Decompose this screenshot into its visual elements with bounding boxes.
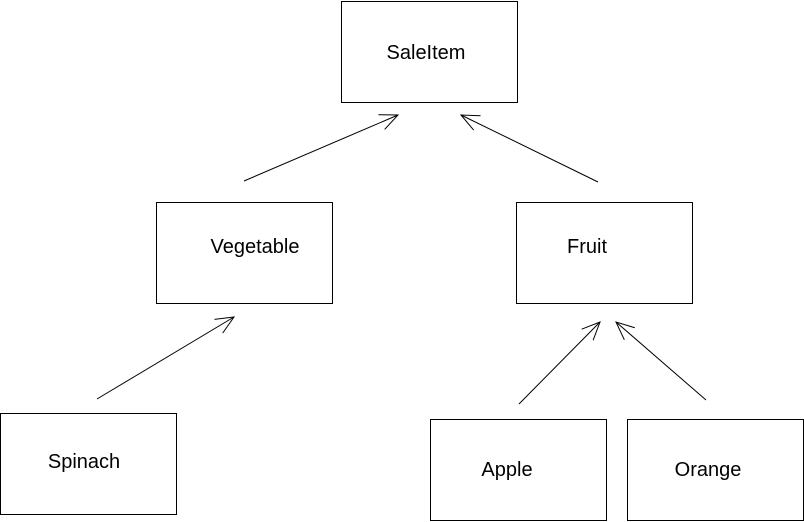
node-label: Spinach bbox=[48, 451, 120, 473]
edge-orange-fruit bbox=[616, 322, 707, 401]
node-spinach: Spinach bbox=[0, 413, 177, 515]
node-label: Apple bbox=[481, 459, 532, 481]
edge-apple-fruit bbox=[518, 322, 600, 405]
node-apple: Apple bbox=[430, 419, 607, 521]
edge-vegetable-saleitem bbox=[243, 115, 398, 182]
node-fruit: Fruit bbox=[516, 202, 693, 304]
node-label: Orange bbox=[675, 459, 742, 481]
node-label: SaleItem bbox=[387, 42, 466, 64]
node-label: Fruit bbox=[567, 236, 607, 258]
node-label: Vegetable bbox=[211, 236, 300, 258]
node-vegetable: Vegetable bbox=[156, 202, 333, 304]
edge-spinach-vegetable bbox=[96, 317, 234, 400]
node-saleitem: SaleItem bbox=[341, 1, 518, 103]
node-orange: Orange bbox=[627, 419, 804, 521]
edge-fruit-saleitem bbox=[461, 115, 599, 183]
